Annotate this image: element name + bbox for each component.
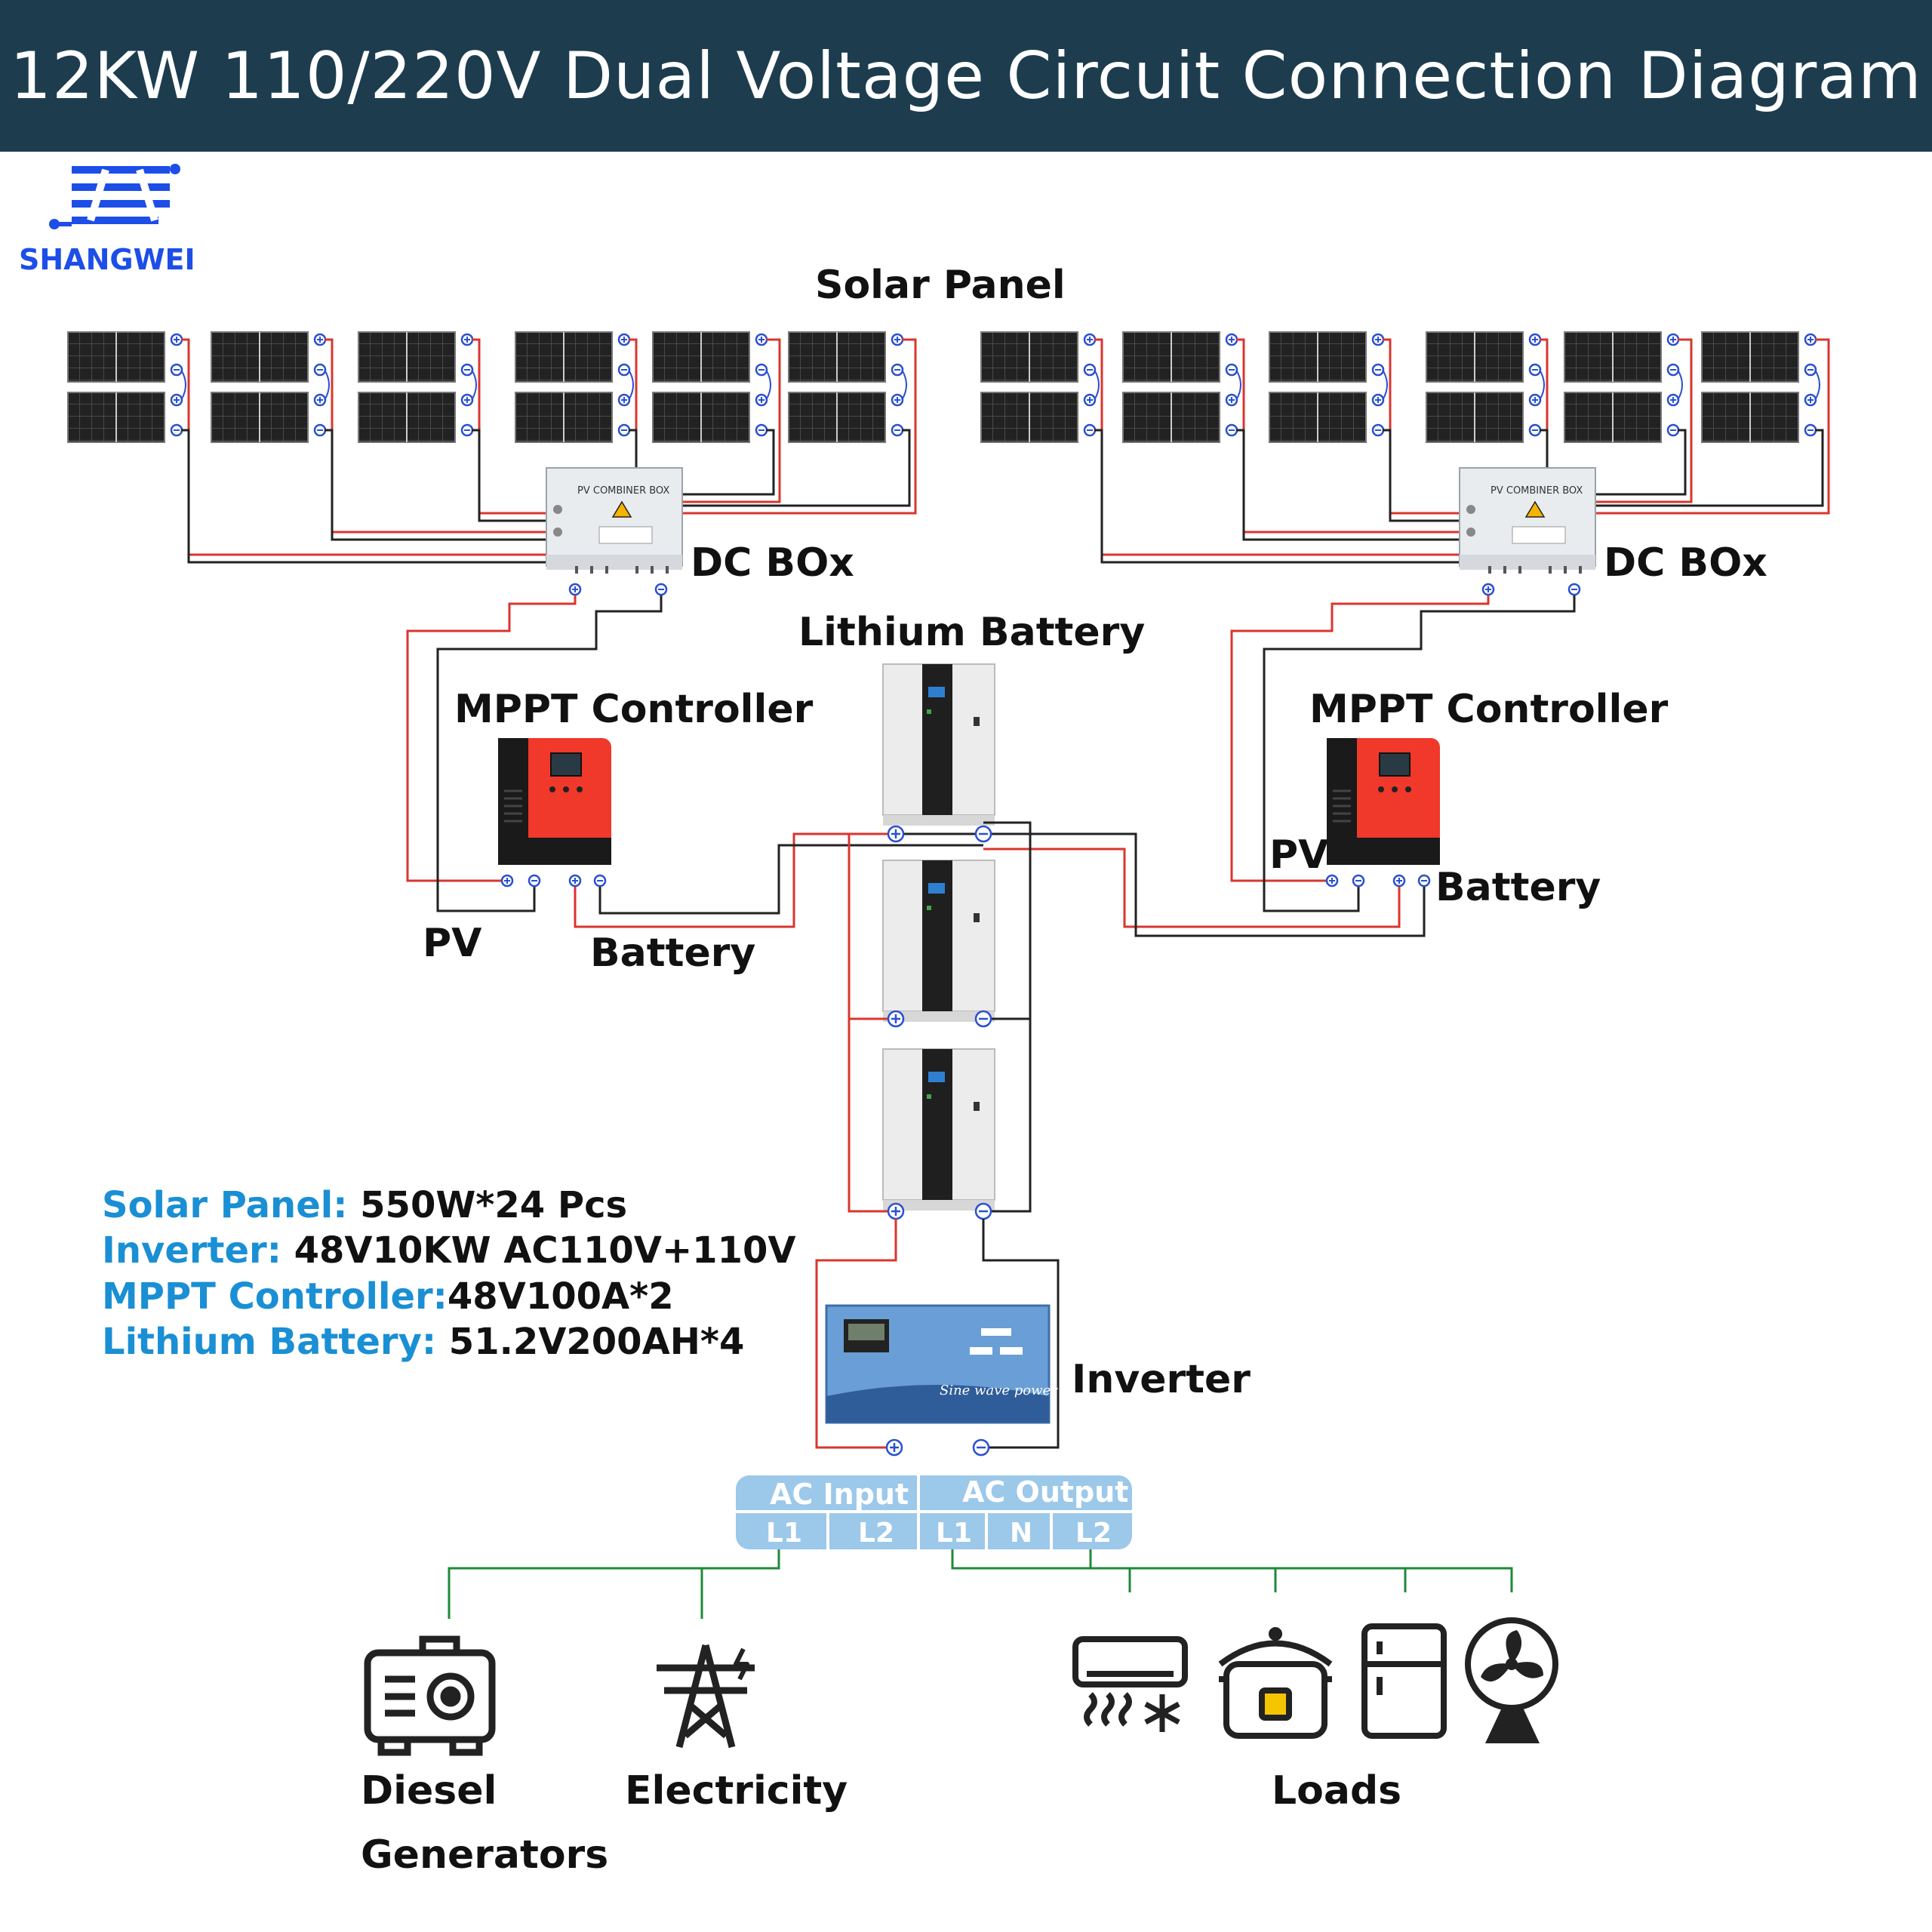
refrigerator-icon <box>1361 1623 1447 1739</box>
spec-value: 51.2V200AH*4 <box>436 1321 745 1363</box>
spec-value: 550W*24 Pcs <box>347 1184 628 1226</box>
diesel-label-line2: Generators <box>361 1832 608 1878</box>
spec-inverter: Inverter: 48V10KW AC110V+110V <box>102 1228 796 1273</box>
string-wires-left <box>181 338 917 564</box>
pv-wires <box>406 595 1576 912</box>
inverter-brand: Sine wave power <box>940 1383 1058 1398</box>
brand-name: SHANGWEI <box>19 243 195 276</box>
ac-input-l2: L2 <box>858 1518 894 1549</box>
diesel-label-line1: Diesel <box>361 1768 497 1814</box>
page-title: 12KW 110/220V Dual Voltage Circuit Conne… <box>0 0 1932 152</box>
inverter-dc-wires <box>815 1219 1060 1449</box>
battery-left-label: Battery <box>590 931 755 976</box>
rice-cooker-icon <box>1218 1627 1333 1739</box>
ac-output-n: N <box>1010 1518 1032 1549</box>
ac-input-label: AC Input <box>770 1478 909 1511</box>
ac-output-label: AC Output <box>962 1475 1128 1509</box>
battery-charge-wires <box>574 832 1426 937</box>
generator-icon <box>364 1635 496 1756</box>
mppt-controller-right <box>1325 737 1441 888</box>
string-wires-right <box>1094 338 1830 564</box>
fan-icon <box>1465 1617 1558 1743</box>
dc-box-right-label: DC BOx <box>1604 540 1767 586</box>
electricity-label: Electricity <box>625 1768 848 1814</box>
spec-value: 48V10KW AC110V+110V <box>281 1229 796 1272</box>
spec-solar-panel: Solar Panel: 550W*24 Pcs <box>102 1183 627 1228</box>
ac-output-l2: L2 <box>1075 1518 1112 1549</box>
mppt-right-label: MPPT Controller <box>1309 687 1669 732</box>
spec-lithium-battery: Lithium Battery: 51.2V200AH*4 <box>102 1319 744 1364</box>
lithium-battery-stack <box>882 663 995 1211</box>
mppt-left-label: MPPT Controller <box>454 687 814 732</box>
combiner-box-label: PV COMBINER BOX <box>577 485 669 497</box>
dc-box-left-label: DC BOx <box>691 540 854 586</box>
lithium-battery-label: Lithium Battery <box>798 610 1145 655</box>
spec-key: Inverter: <box>102 1229 281 1272</box>
solar-panel-label: Solar Panel <box>815 263 1066 308</box>
ac-terminal-panel: AC Input AC Output L1 L2 L1 N L2 <box>736 1475 1132 1549</box>
ac-input-l1: L1 <box>766 1518 802 1549</box>
power-tower-icon <box>657 1644 755 1749</box>
loads-label: Loads <box>1272 1768 1401 1814</box>
spec-mppt-controller: MPPT Controller:48V100A*2 <box>102 1274 674 1319</box>
pv-left-label: PV <box>423 921 481 966</box>
spec-key: Lithium Battery: <box>102 1321 437 1363</box>
mppt-controller-left <box>497 737 613 888</box>
air-conditioner-icon <box>1072 1636 1188 1732</box>
battery-right-label: Battery <box>1435 865 1601 910</box>
inverter-unit: Sine wave power <box>825 1304 1058 1424</box>
ac-wires <box>448 1549 1513 1619</box>
combiner-box-label: PV COMBINER BOX <box>1491 485 1583 497</box>
solar-array-right <box>981 332 1820 442</box>
dc-combiner-box-left: PV COMBINER BOX <box>545 466 684 596</box>
pv-right-label: PV <box>1269 832 1328 878</box>
inverter-label: Inverter <box>1072 1357 1251 1402</box>
ac-output-l1: L1 <box>936 1518 972 1549</box>
brand-logo: SHANGWEI <box>19 164 195 276</box>
spec-key: Solar Panel: <box>102 1184 348 1226</box>
spec-value: 48V100A*2 <box>447 1275 674 1318</box>
spec-key: MPPT Controller: <box>102 1275 448 1318</box>
dc-combiner-box-right: PV COMBINER BOX <box>1458 466 1597 596</box>
